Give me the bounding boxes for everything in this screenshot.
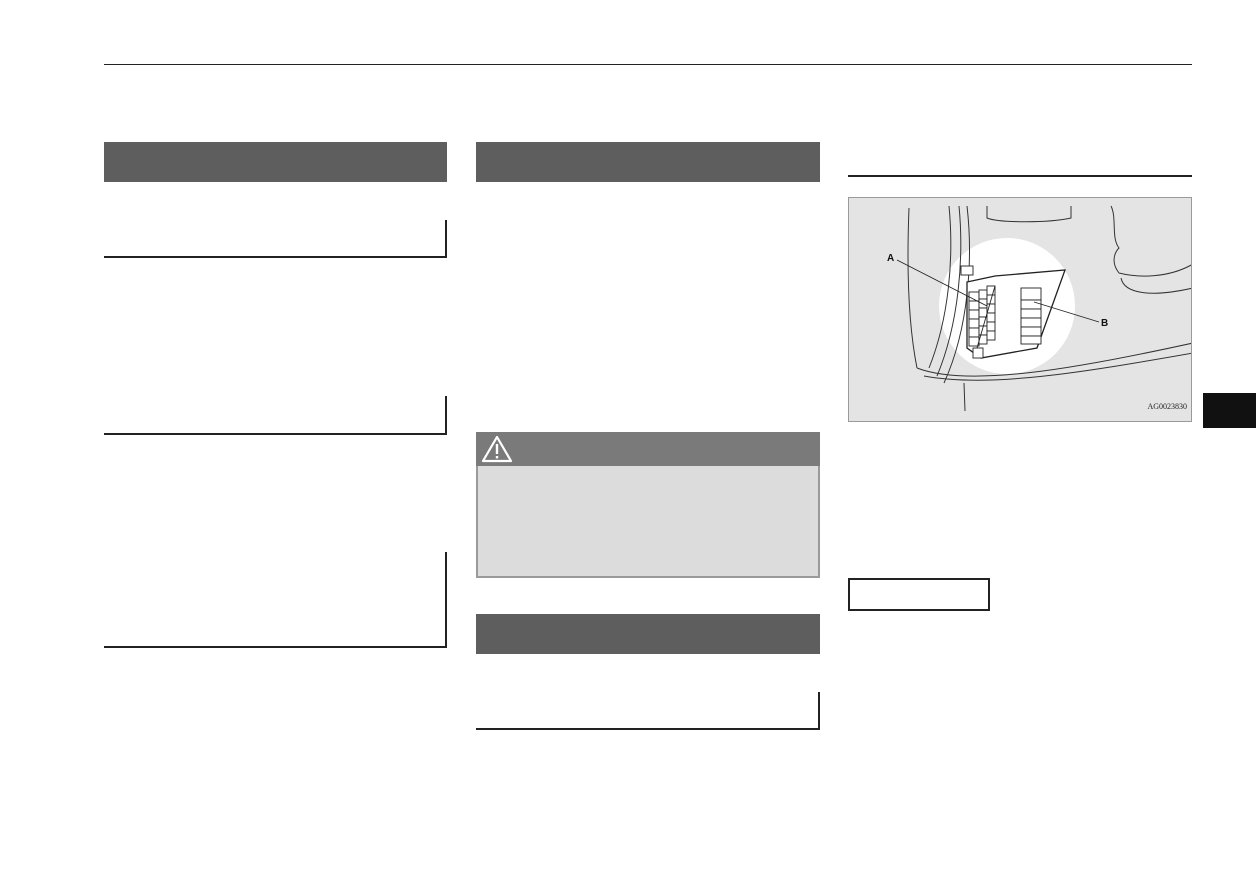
warning-header [476,432,820,466]
top-rule [104,64,1192,65]
section-header-left [104,142,447,182]
section-header-middle-2 [476,614,820,654]
text-bracket-middle [476,692,820,730]
fuse-box-illustration [896,205,1191,412]
chapter-tab[interactable] [1203,393,1256,428]
text-bracket-left-2 [104,396,447,435]
callout-b-label: B [1101,318,1109,329]
warning-body [476,466,820,578]
fuse-box-figure: A B AG0023830 [848,197,1192,422]
reference-box [848,578,990,611]
callout-a-label: A [887,253,895,264]
text-bracket-left-1 [104,220,447,258]
text-bracket-left-3 [104,552,447,648]
figure-code: AG0023830 [1147,402,1187,411]
right-column-rule [848,175,1192,177]
warning-triangle-icon [481,435,513,463]
section-header-middle [476,142,820,182]
